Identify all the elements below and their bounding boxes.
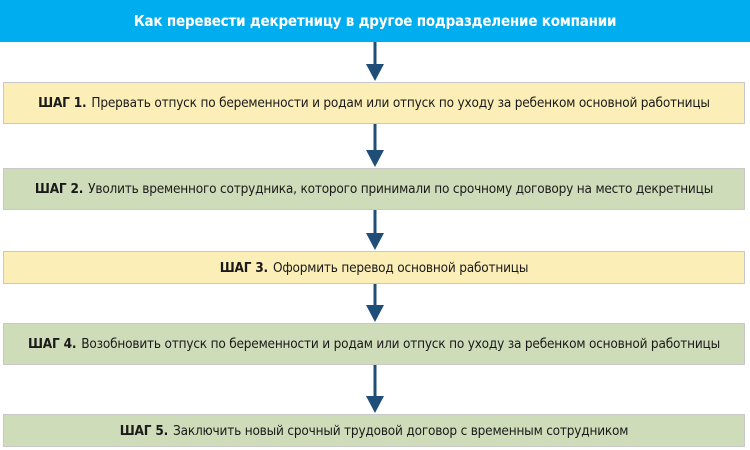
flow-arrow-down-icon	[361, 124, 389, 168]
step-5-text: Заключить новый срочный трудовой договор…	[173, 422, 629, 439]
diagram-title-bar: Как перевести декретницу в другое подраз…	[0, 0, 750, 42]
step-4-label: ШАГ 4.	[28, 336, 77, 352]
step-3-box: ШАГ 3.Оформить перевод основной работниц…	[3, 251, 745, 284]
step-1-text: Прервать отпуск по беременности и родам …	[91, 95, 710, 111]
step-5-box: ШАГ 5. Заключить новый срочный трудовой д…	[3, 414, 745, 447]
flow-arrow-down-icon	[361, 210, 389, 251]
step-2-text: Уволить временного сотрудника, которого …	[88, 181, 714, 197]
step-5-label: ШАГ 5.	[119, 422, 168, 439]
flow-arrow-down-icon	[361, 284, 389, 323]
step-4-text: Возобновить отпуск по беременности и род…	[81, 336, 720, 352]
step-3-label: ШАГ 3.	[219, 259, 268, 276]
flow-arrow-down-icon	[361, 365, 389, 414]
step-4-box: ШАГ 4.Возобновить отпуск по беременности…	[3, 323, 745, 365]
step-2-label: ШАГ 2.	[34, 181, 84, 197]
step-3-text: Оформить перевод основной работницы	[272, 259, 529, 276]
flow-arrow-down-icon	[361, 42, 389, 82]
step-1-box: ШАГ 1.Прервать отпуск по беременности и …	[3, 82, 745, 124]
diagram-title: Как перевести декретницу в другое подраз…	[133, 12, 617, 30]
step-1-label: ШАГ 1.	[38, 95, 87, 111]
step-2-box: ШАГ 2.Уволить временного сотрудника, кот…	[3, 168, 745, 210]
